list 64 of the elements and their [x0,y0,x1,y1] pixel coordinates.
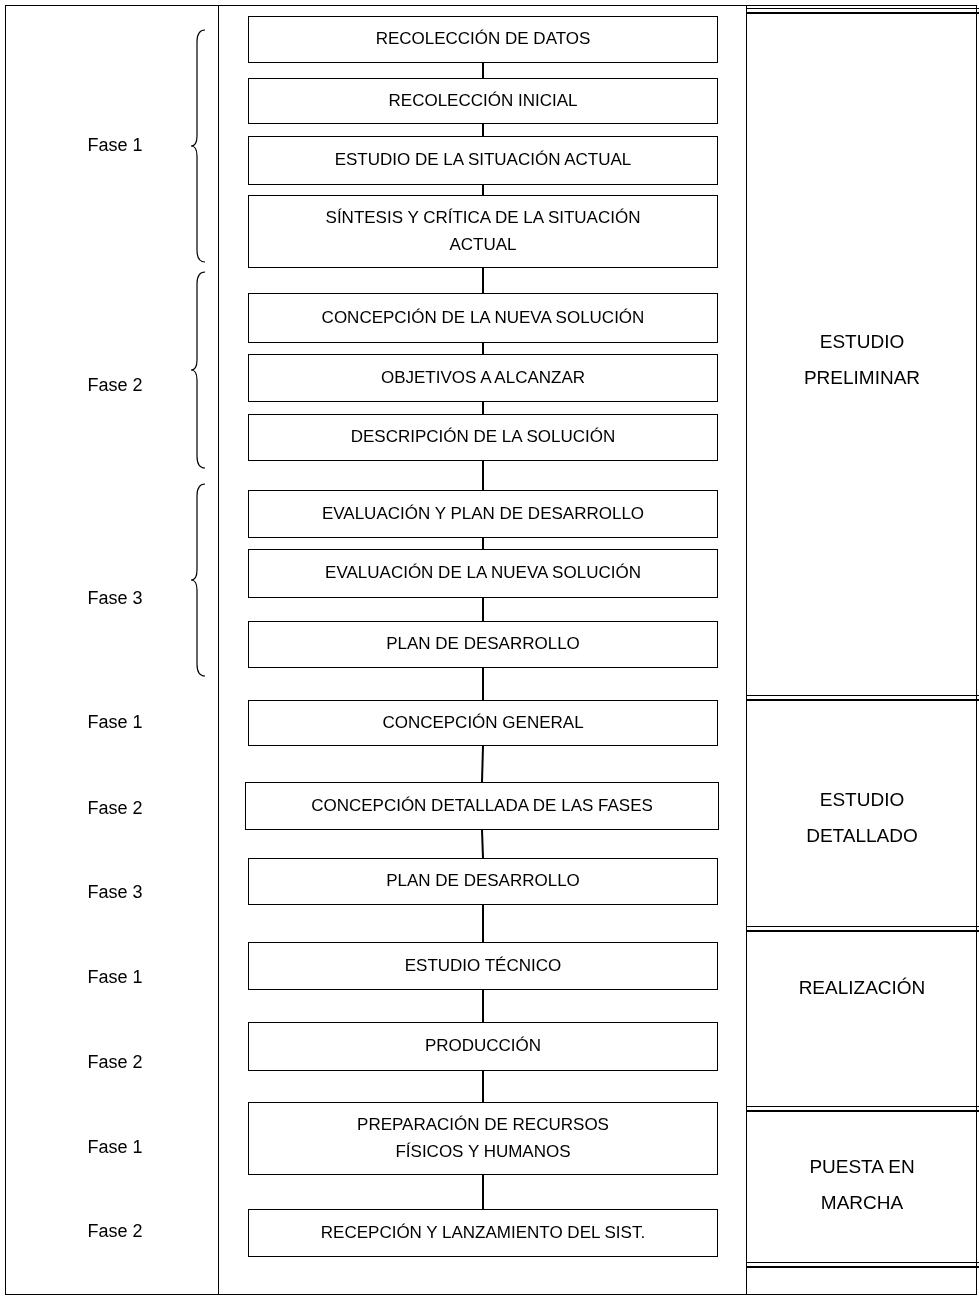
process-box [248,78,718,124]
box-text: CONCEPCIÓN DETALLADA DE LAS FASES [310,794,654,817]
process-box [248,354,718,402]
process-box [248,414,718,461]
connector-line [482,460,484,491]
box-text: PLAN DE DESARROLLO [385,633,581,656]
phase-label: Fase 1 [86,133,144,157]
box-text: PLAN DE DESARROLLO [385,870,581,893]
connector-line [481,829,484,859]
process-box [248,195,718,268]
box-text: SÍNTESIS Y CRÍTICA DE LA SITUACIÓN ACTUAL [324,207,642,256]
process-box [248,16,718,63]
box-text: CONCEPCIÓN GENERAL [381,711,585,734]
phase-label: Fase 3 [86,880,144,904]
process-box [248,858,718,905]
box-text: RECEPCIÓN Y LANZAMIENTO DEL SIST. [319,1221,647,1244]
process-box [248,549,718,598]
box-text: DESCRIPCIÓN DE LA SOLUCIÓN [349,426,617,449]
box-text: PREPARACIÓN DE RECURSOS FÍSICOS Y HUMANOS [356,1114,610,1163]
connector-line [482,184,484,196]
process-box [248,136,718,185]
process-box [248,490,718,538]
connector-line [482,597,484,622]
box-text: ESTUDIO TÉCNICO [403,954,563,977]
stage-label: REALIZACIÓN [797,975,927,1000]
process-box [248,1102,718,1175]
connector-line [482,1070,484,1103]
process-box [248,942,718,990]
phase-label: Fase 2 [86,373,144,397]
box-text: EVALUACIÓN Y PLAN DE DESARROLLO [320,502,646,525]
connector-line [482,904,484,943]
phase-label: Fase 1 [86,965,144,989]
connector-line [482,342,484,355]
box-text: CONCEPCIÓN DE LA NUEVA SOLUCIÓN [320,306,646,329]
process-box [248,700,718,746]
phase-label: Fase 2 [86,1050,144,1074]
connector-line [482,667,484,701]
phase-label: Fase 3 [86,586,144,610]
connector-line [481,745,484,783]
box-text: RECOLECCIÓN INICIAL [387,89,579,112]
connector-line [482,989,484,1023]
box-text: PRODUCCIÓN [423,1035,543,1058]
process-box [248,1022,718,1071]
process-box [248,293,718,343]
box-text: RECOLECCIÓN DE DATOS [374,28,592,51]
box-text: OBJETIVOS A ALCANZAR [379,366,587,389]
box-text: ESTUDIO DE LA SITUACIÓN ACTUAL [333,149,633,172]
stage-label: PUESTA EN MARCHA [808,1154,916,1215]
phase-label: Fase 2 [86,1219,144,1243]
connector-line [482,267,484,294]
process-box [248,621,718,668]
phase-label: Fase 1 [86,710,144,734]
connector-line [482,537,484,550]
connector-line [482,123,484,137]
stage-label: ESTUDIO PRELIMINAR [802,329,922,390]
connector-line [482,62,484,79]
process-box [245,782,719,830]
connector-line [482,1174,484,1210]
phase-label: Fase 2 [86,796,144,820]
process-box [248,1209,718,1257]
connector-line [482,401,484,415]
phase-label: Fase 1 [86,1135,144,1159]
box-text: EVALUACIÓN DE LA NUEVA SOLUCIÓN [324,562,642,585]
stage-label: ESTUDIO DETALLADO [805,787,919,848]
